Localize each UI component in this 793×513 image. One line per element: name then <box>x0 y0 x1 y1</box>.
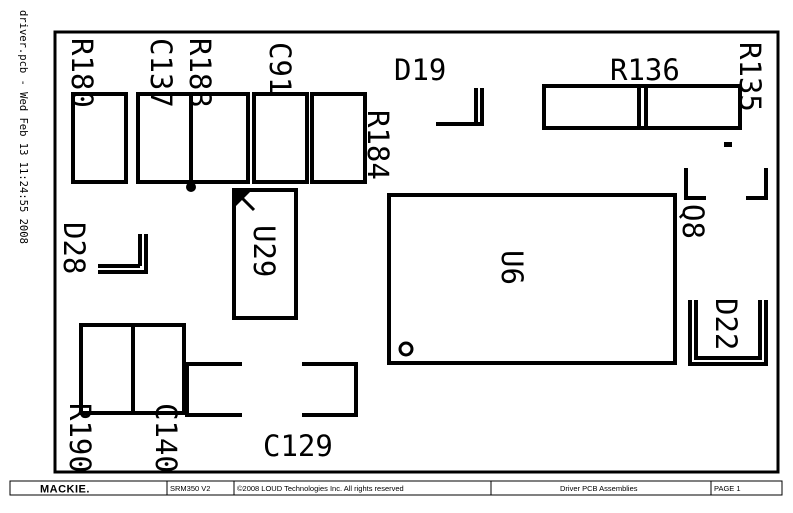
label-d22: D22 <box>709 298 743 350</box>
d19-footprint <box>436 88 484 126</box>
r135-mark <box>724 142 732 147</box>
title-page: PAGE 1 <box>714 484 741 493</box>
label-c91: C91 <box>263 42 297 94</box>
label-c129: C129 <box>263 429 333 463</box>
label-r184: R184 <box>361 110 395 180</box>
r136-footprint <box>542 84 742 130</box>
mackie-logo: MACKIE. <box>40 484 90 496</box>
r180-footprint <box>71 92 128 184</box>
c129-footprint-left <box>185 362 242 417</box>
c91-footprint <box>252 92 309 184</box>
label-r135: R135 <box>733 42 767 112</box>
q8-footprint-right <box>746 168 768 200</box>
q8-footprint-left <box>684 168 706 200</box>
c129-footprint-right <box>302 362 358 417</box>
u6-footprint <box>387 193 677 365</box>
u29-footprint <box>232 188 298 320</box>
d22-footprint <box>688 300 768 366</box>
label-q8: Q8 <box>676 204 710 239</box>
title-model: SRM350 V2 <box>170 484 210 493</box>
label-r136: R136 <box>610 53 680 87</box>
r190-footprint <box>79 323 135 415</box>
title-copyright: ©2008 LOUD Technologies Inc. All rights … <box>237 484 404 493</box>
label-r190: R190 <box>63 403 97 473</box>
u6-pin1-mark <box>398 341 414 357</box>
label-d19: D19 <box>394 53 446 87</box>
label-r183: R183 <box>183 38 217 108</box>
c140-footprint <box>131 323 186 415</box>
r183-footprint <box>189 92 250 184</box>
u29-pin1-line <box>236 192 256 212</box>
label-u29: U29 <box>247 225 281 277</box>
label-c140: C140 <box>149 403 183 473</box>
title-description: Driver PCB Assemblies <box>560 484 638 493</box>
side-caption: driver.pcb - Wed Feb 13 11:24:55 2008 <box>17 10 29 244</box>
label-c137: C137 <box>144 38 178 108</box>
board-outline <box>53 30 780 474</box>
title-block: MACKIE. SRM350 V2 ©2008 LOUD Technologie… <box>9 480 783 496</box>
r183-pin1-dot <box>186 182 196 192</box>
d28-footprint <box>98 234 148 274</box>
label-u6: U6 <box>495 250 529 285</box>
r184-footprint <box>310 92 367 184</box>
label-d28: D28 <box>57 222 91 274</box>
label-r180: R180 <box>65 38 99 108</box>
